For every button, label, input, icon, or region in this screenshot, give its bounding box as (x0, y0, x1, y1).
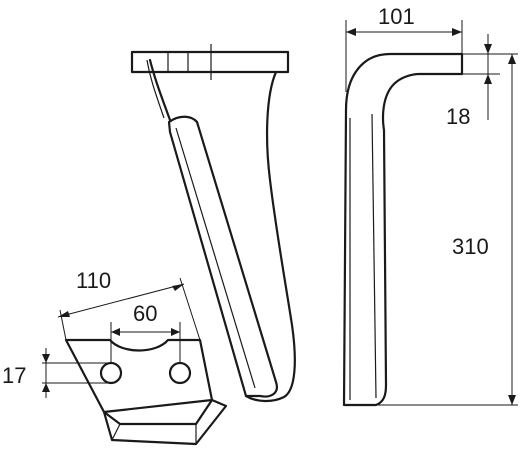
blade-side-view: 101 18 310 (342, 4, 518, 407)
plate-detail-view: 110 60 17 (2, 268, 228, 446)
label-top-thickness: 18 (446, 104, 470, 129)
blade-body (167, 115, 278, 398)
hole-left (99, 361, 123, 385)
side-profile-outline (342, 52, 464, 407)
dimension-plate-width: 110 (57, 268, 201, 341)
dimension-top-thickness: 18 (446, 34, 518, 129)
hole-right (168, 361, 192, 385)
dimension-blade-height: 310 (376, 54, 518, 406)
plate-outline (64, 338, 214, 414)
label-blade-height: 310 (452, 234, 489, 259)
dimension-hole-spacing: 60 (110, 301, 181, 363)
dimension-hole-diameter: 17 (2, 348, 112, 398)
label-hole-diameter: 17 (2, 363, 26, 388)
label-width-top: 101 (378, 4, 415, 29)
mounting-plate (130, 50, 290, 74)
label-hole-spacing: 60 (133, 301, 157, 326)
dimension-width-top: 101 (345, 4, 463, 92)
cutting-tip (102, 398, 228, 446)
blade-neck (148, 58, 172, 122)
blade-outer-edge (244, 70, 296, 403)
blade-perspective-view (130, 44, 296, 403)
label-plate-width: 110 (76, 268, 111, 293)
